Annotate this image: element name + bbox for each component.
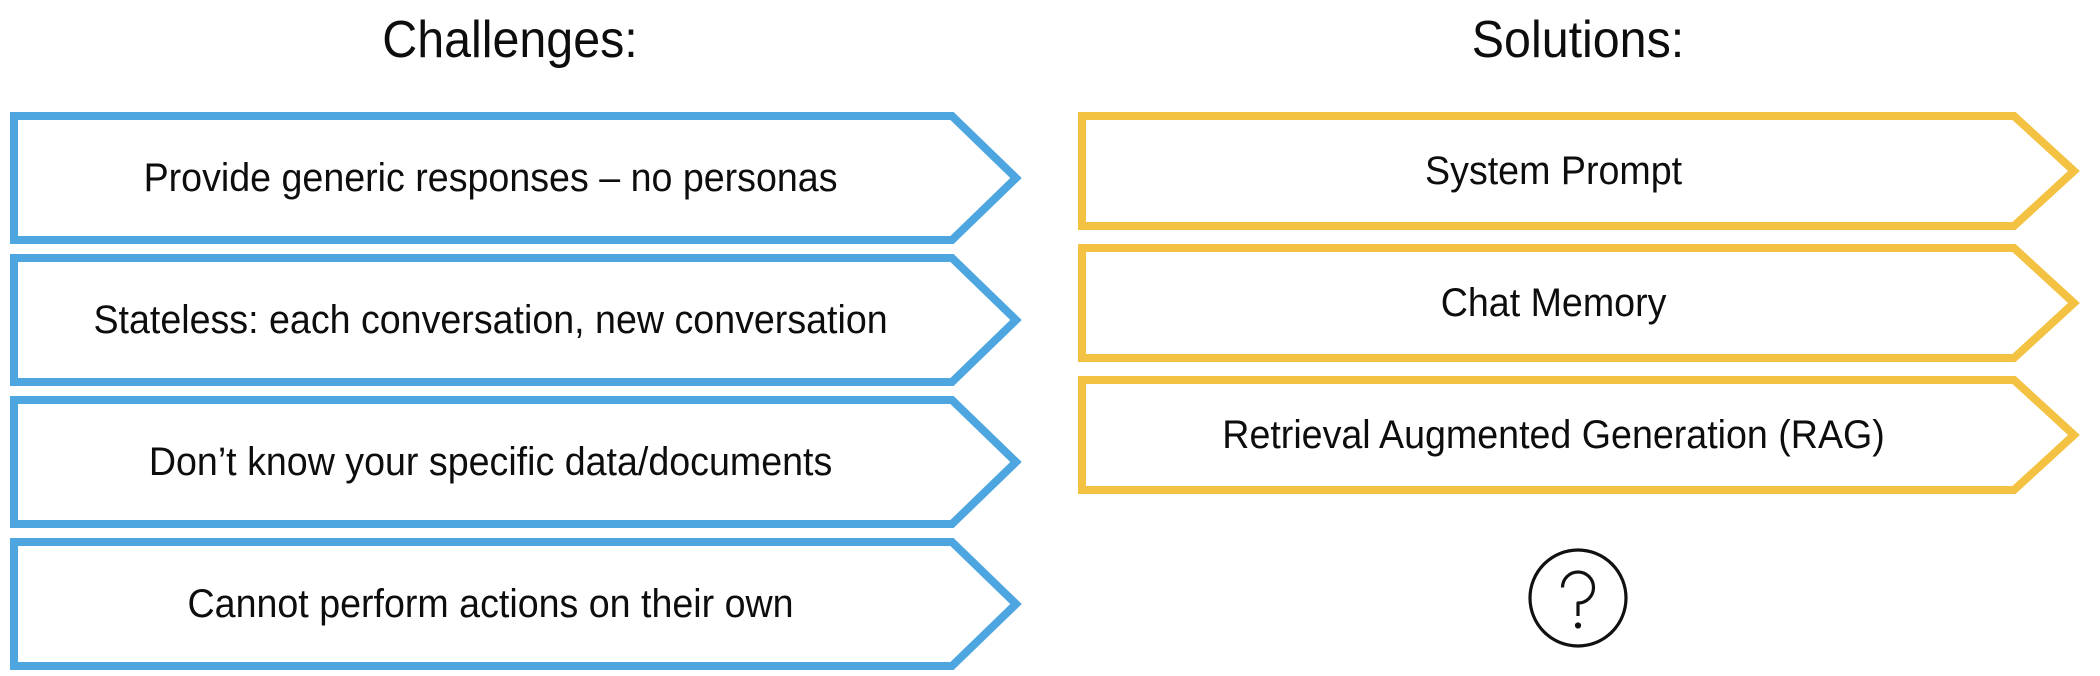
chevron-outline-yellow <box>1078 244 2078 362</box>
solution-arrow-1[interactable]: System Prompt <box>1078 112 2078 230</box>
challenge-arrow-4[interactable]: Cannot perform actions on their own <box>10 538 1020 670</box>
question-mark-circle-icon <box>1526 546 1630 650</box>
challenge-arrow-4-label: Cannot perform actions on their own <box>187 581 794 626</box>
solutions-column-title: Solutions: <box>1471 11 1685 69</box>
solution-arrow-3-label: Retrieval Augmented Generation (RAG) <box>1222 412 1885 457</box>
chevron-outline-blue <box>10 538 1020 670</box>
solution-arrow-1-label: System Prompt <box>1425 148 1683 193</box>
chevron-outline-blue <box>10 112 1020 244</box>
chevron-outline-blue <box>10 254 1020 386</box>
challenge-arrow-3-label: Don’t know your specific data/documents <box>148 439 833 484</box>
solution-arrow-2[interactable]: Chat Memory <box>1078 244 2078 362</box>
challenges-column-title: Challenges: <box>382 11 638 69</box>
chevron-outline-yellow <box>1078 112 2078 230</box>
chevron-outline-blue <box>10 396 1020 528</box>
question-mark-circle-glyph <box>1528 548 1628 648</box>
solution-arrow-3[interactable]: Retrieval Augmented Generation (RAG) <box>1078 376 2078 494</box>
solution-arrow-2-label: Chat Memory <box>1440 280 1667 325</box>
challenge-arrow-1[interactable]: Provide generic responses – no personas <box>10 112 1020 244</box>
challenge-arrow-3[interactable]: Don’t know your specific data/documents <box>10 396 1020 528</box>
challenge-arrow-2-label: Stateless: each conversation, new conver… <box>93 297 888 342</box>
chevron-outline-yellow <box>1078 376 2078 494</box>
challenge-arrow-1-label: Provide generic responses – no personas <box>143 155 838 200</box>
challenge-arrow-2[interactable]: Stateless: each conversation, new conver… <box>10 254 1020 386</box>
